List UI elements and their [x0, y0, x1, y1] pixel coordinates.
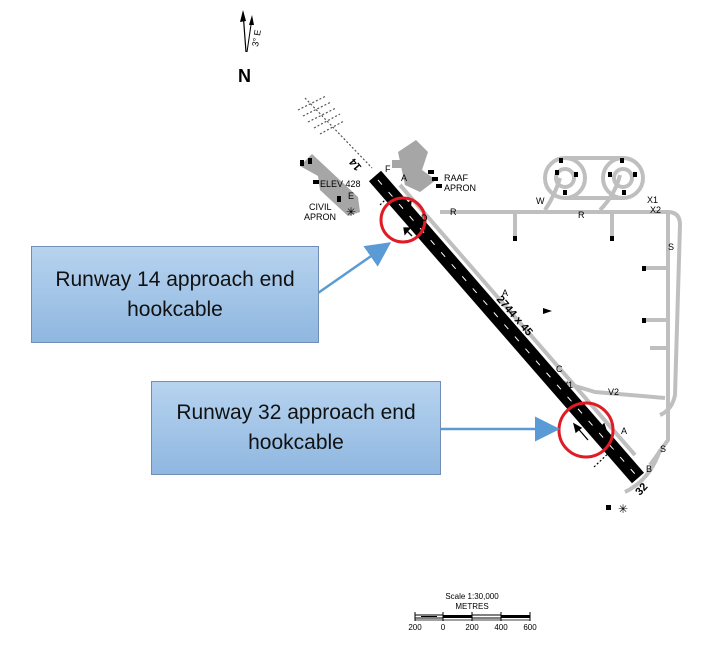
scale-title: Scale 1:30,000 [445, 592, 499, 601]
raaf-apron-label-1: RAAF [444, 173, 469, 183]
hookcable-arrow-icon-32 [572, 417, 608, 441]
taxiway-a-north: A [401, 173, 407, 183]
callout-arrow-14 [317, 242, 392, 295]
callout-14-line-1: Runway 14 approach end [55, 267, 295, 291]
civil-apron-label-1: CIVIL [309, 202, 332, 212]
taxiway-b: B [646, 464, 652, 474]
taxiway-x1: X1 [647, 195, 658, 205]
beacon-icon-south: ✳ [618, 502, 628, 516]
threshold-32 [593, 447, 615, 468]
callout-32-line-2: hookcable [248, 431, 344, 454]
civil-apron-label-2: APRON [304, 212, 336, 222]
scale-tick: 0 [441, 623, 446, 632]
taxiway-network [398, 174, 682, 494]
taxiway-w: W [536, 196, 545, 206]
scale-unit: METRES [455, 602, 488, 611]
callout-runway-32: Runway 32 approach end hookcable [151, 381, 441, 475]
highlight-circle-14 [379, 196, 427, 244]
hookcable-arrow-icon-14 [403, 199, 421, 237]
callout-32-line-1: Runway 32 approach end [176, 401, 416, 424]
scale-bar: Scale 1:30,000 METRES 200 0 200 400 600 [408, 592, 537, 632]
scale-tick: 600 [523, 623, 537, 632]
scale-tick: 200 [465, 623, 479, 632]
taxiway-v2: V2 [608, 387, 619, 397]
beacon-icon: ✳ [346, 205, 356, 219]
callout-runway-14: Runway 14 approach end hookcable [31, 246, 319, 343]
north-arrow-icon [240, 10, 254, 53]
apron-areas [300, 140, 436, 216]
taxiway-x2: X2 [650, 205, 661, 215]
taxiway-r-west: R [450, 207, 457, 217]
raaf-apron-label-2: APRON [444, 183, 476, 193]
taxiway-e: E [348, 191, 354, 201]
taxiway-c: C [556, 364, 563, 374]
elevation-label: ELEV 428 [320, 179, 361, 189]
taxiway-s-north: S [668, 242, 674, 252]
magnetic-variation: 3° E [250, 29, 263, 48]
taxiway-a-south: A [621, 426, 627, 436]
runway-designator-14: 14 [347, 155, 365, 173]
callout-14-line-2: hookcable [127, 297, 223, 321]
wind-direction-icon [543, 308, 552, 314]
taxiway-r-east: R [578, 210, 585, 220]
taxiway-f: F [385, 164, 391, 174]
taxiway-s-south: S [660, 444, 666, 454]
taxiway-d: D [421, 213, 428, 223]
apron-markers [300, 158, 646, 510]
north-label: N [238, 66, 251, 86]
scale-tick: 200 [408, 623, 422, 632]
scale-tick: 400 [494, 623, 508, 632]
approach-lighting [297, 95, 373, 169]
taxiway-a-middle: A [502, 288, 508, 298]
runway-centerline [377, 179, 636, 475]
threshold-14 [379, 189, 396, 206]
taxiway-v1: V1 [562, 380, 573, 390]
